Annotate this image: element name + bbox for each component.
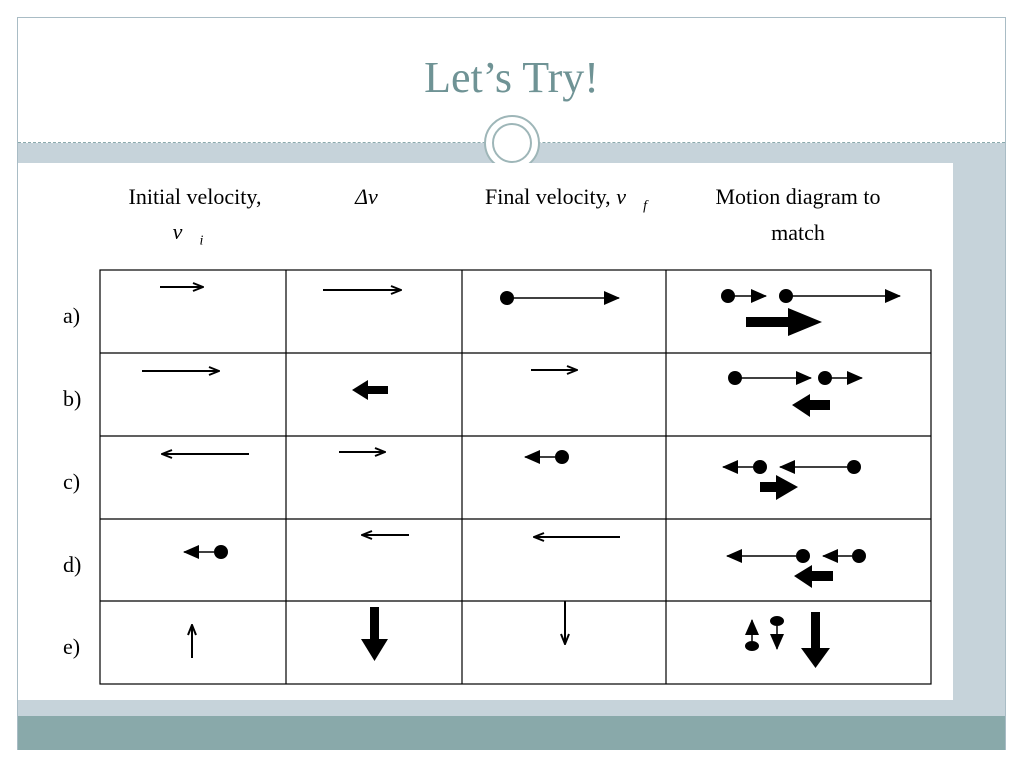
slide-footer-band: [18, 716, 1005, 750]
header-motion-line2: match: [771, 220, 825, 245]
row-e-delta-arrow: [361, 607, 388, 661]
header-final-v: v⃗: [616, 184, 644, 209]
row-e-motion-diagram: [745, 612, 830, 668]
header-final-line1: Final velocity,: [485, 184, 611, 209]
row-label-e: e): [63, 634, 81, 659]
header-delta-v: Δv⃗: [340, 183, 410, 211]
header-final-sub: f: [643, 198, 647, 214]
header-initial-line1: Initial velocity,: [128, 184, 262, 209]
decorative-ring: [484, 115, 540, 171]
table-grid: [99, 269, 932, 685]
row-b-motion-diagram: [728, 371, 863, 417]
header-motion-line1: Motion diagram to: [715, 184, 881, 209]
row-d-initial-vector: [183, 545, 228, 559]
row-label-b: b): [63, 386, 82, 411]
content-panel: [18, 163, 953, 700]
row-b-delta-arrow: [352, 380, 388, 400]
slide-title: Let’s Try!: [424, 53, 599, 102]
row-c-final-vector: [524, 450, 569, 464]
decorative-ring-inner: [492, 123, 532, 163]
header-delta-symbol: Δv⃗: [355, 184, 395, 209]
header-initial-symbol: v⃗i: [168, 218, 208, 255]
header-initial-velocity: Initial velocity,: [100, 183, 290, 211]
header-initial-sub: i: [199, 233, 204, 249]
row-a-motion-diagram: [721, 289, 901, 336]
row-d-motion-diagram: [726, 549, 866, 588]
header-final-velocity: Final velocity, v⃗f: [466, 183, 666, 220]
header-motion-diagram: Motion diagram to match: [688, 183, 908, 247]
header-initial-v: v⃗: [172, 219, 200, 244]
row-c-motion-diagram: [722, 460, 861, 500]
row-label-d: d): [63, 552, 82, 577]
row-label-a: a): [63, 303, 81, 328]
row-label-c: c): [63, 469, 81, 494]
row-a-final-vector: [500, 291, 620, 305]
